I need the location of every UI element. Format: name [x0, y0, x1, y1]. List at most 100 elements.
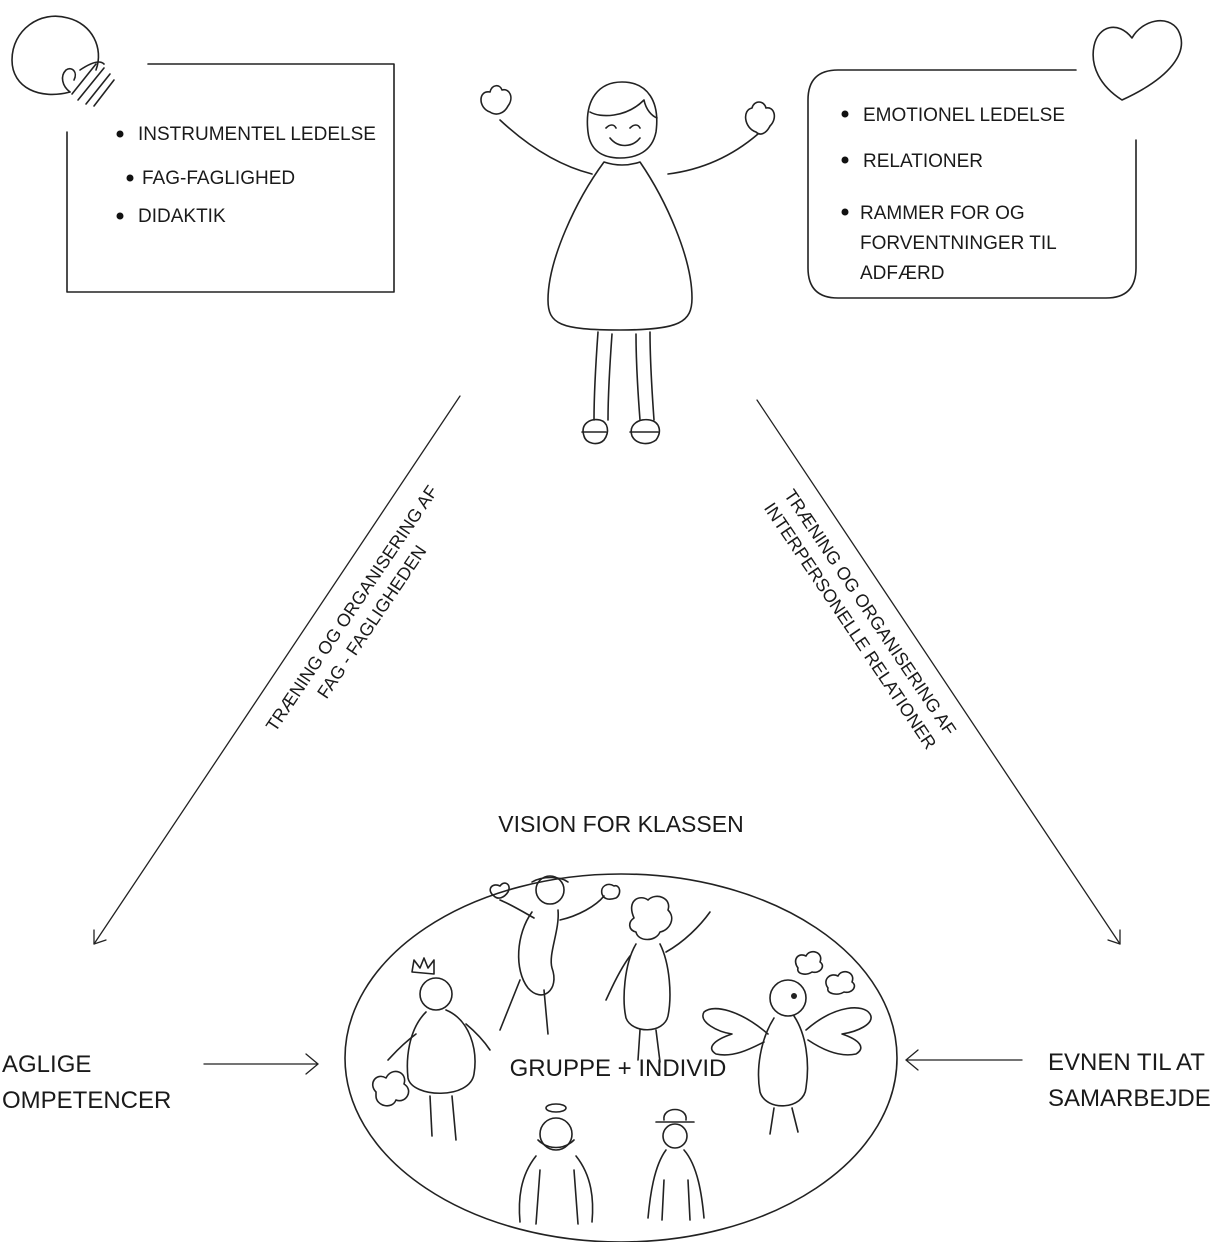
angel-figure-leg-left — [769, 1107, 775, 1135]
crown-figure-leg-left — [429, 1095, 433, 1137]
halo-figure-body-right — [575, 1155, 594, 1223]
bowler-hat-icon — [655, 1108, 695, 1123]
right-item-2: RELATIONER — [863, 151, 983, 172]
teacher-leg-right-outer — [649, 331, 655, 421]
right-box — [807, 69, 1137, 299]
jumping-figure-hand-right — [600, 883, 621, 900]
curly-figure-leg-left — [637, 1029, 641, 1061]
teacher-body — [547, 161, 693, 331]
cap-icon — [531, 876, 569, 883]
vision-title: VISION FOR KLASSEN — [498, 811, 743, 837]
angel-wing-right — [805, 1007, 872, 1056]
jumping-figure — [489, 875, 621, 1035]
left-outcome-arrow — [203, 1053, 319, 1075]
bowler-figure-arm-right — [687, 1179, 691, 1221]
left-outcome: AGLIGE OMPETENCER — [2, 1051, 171, 1114]
bullet — [841, 156, 849, 164]
jumping-figure-hand-left — [489, 882, 510, 899]
teacher-eye-left — [605, 124, 617, 129]
left-outcome-line1: AGLIGE — [2, 1051, 91, 1078]
angel-figure-leg-right — [791, 1107, 799, 1133]
curly-hair-icon — [628, 895, 673, 941]
jumping-figure-arm-left — [499, 899, 535, 919]
right-diagonal-arrow — [756, 399, 1121, 945]
right-diagonal-line2: INTERPERSONELLE RELATIONER — [760, 499, 940, 753]
right-item-1: EMOTIONEL LEDELSE — [863, 105, 1065, 126]
angel-figure — [702, 950, 872, 1135]
center-label: GRUPPE + INDIVID — [510, 1055, 727, 1082]
heart-icon — [1092, 20, 1183, 101]
crown-figure-arm-left — [387, 1033, 417, 1061]
bullet — [126, 174, 134, 182]
right-diagonal-label: TRÆNING OG ORGANISERING AF INTERPERSONEL… — [760, 486, 960, 753]
cloud-icon-2 — [825, 970, 856, 995]
right-box-list: EMOTIONEL LEDELSE RELATIONER RAMMER FOR … — [841, 105, 1065, 284]
bowler-figure-body-right — [683, 1149, 705, 1219]
curly-figure-body — [623, 943, 671, 1031]
right-outcome-arrow — [905, 1049, 1023, 1071]
halo-figure-mustache — [537, 1139, 575, 1149]
halo-figure-head — [539, 1117, 573, 1151]
teacher-leg-left-inner — [607, 333, 613, 421]
left-diagonal-label: TRÆNING OG ORGANISERING AF FAG - FAGLIGH… — [262, 482, 442, 735]
crown-figure-arm-right — [465, 1023, 491, 1051]
dust-cloud-icon — [371, 1070, 410, 1107]
teacher-arm-right — [667, 133, 759, 175]
bowler-figure-arm-left — [661, 1179, 665, 1221]
teacher-hand-left — [480, 84, 512, 115]
crown-figure — [371, 957, 491, 1141]
angel-wing-left — [702, 1007, 769, 1056]
left-box-list: INSTRUMENTEL LEDELSE FAG-FAGLIGHED DIDAK… — [116, 124, 376, 227]
bullet — [841, 110, 849, 118]
right-outcome: EVNEN TIL AT SAMARBEJDE — [1048, 1049, 1211, 1112]
jumping-figure-arm-right — [559, 895, 605, 921]
jumping-figure-leg-left — [499, 979, 521, 1031]
teacher-head — [586, 81, 658, 159]
halo-icon — [545, 1103, 567, 1113]
angel-figure-eye — [791, 993, 797, 999]
left-item-2: FAG-FAGLIGHED — [142, 168, 295, 189]
cloud-icon-1 — [794, 950, 824, 975]
crown-figure-leg-right — [451, 1095, 457, 1141]
teacher-hair — [589, 99, 658, 119]
bullet — [116, 130, 124, 138]
halo-figure — [518, 1103, 594, 1225]
halo-figure-arm-right — [573, 1169, 579, 1225]
crown-figure-head — [419, 977, 453, 1011]
curly-figure — [605, 895, 711, 1063]
left-diagonal-line1: TRÆNING OG ORGANISERING AF — [262, 482, 442, 735]
right-item-3c: ADFÆRD — [860, 263, 944, 284]
teacher-eye-right — [629, 124, 641, 129]
teacher-foot-right — [629, 418, 661, 445]
curly-figure-arm-right — [665, 911, 711, 953]
curly-figure-arm-left — [605, 955, 631, 1001]
angel-figure-head — [769, 979, 807, 1017]
right-diagonal-line1: TRÆNING OG ORGANISERING AF — [780, 486, 960, 739]
teacher-hand-right — [744, 101, 776, 135]
left-diagonal-arrow — [93, 395, 461, 945]
jumping-figure-body — [517, 909, 559, 996]
bowler-figure-body-left — [647, 1149, 667, 1219]
curly-figure-leg-right — [655, 1029, 661, 1063]
left-item-3: DIDAKTIK — [138, 206, 226, 227]
bowler-figure-head — [662, 1123, 688, 1149]
left-box — [66, 63, 395, 293]
class-ellipse — [344, 873, 898, 1242]
teacher-smile — [609, 137, 641, 147]
teacher-foot-left — [581, 418, 609, 445]
jumping-figure-leg-right — [543, 989, 549, 1035]
right-item-3b: FORVENTNINGER TIL — [860, 233, 1057, 254]
bullet — [116, 212, 124, 220]
bullet — [841, 208, 849, 216]
halo-figure-arm-left — [535, 1169, 541, 1225]
left-outcome-line2: OMPETENCER — [2, 1087, 171, 1114]
right-outcome-line2: SAMARBEJDE — [1048, 1085, 1211, 1112]
teacher-arm-left — [499, 119, 593, 175]
crown-figure-body — [406, 1009, 476, 1094]
lightbulb-icon — [11, 15, 115, 107]
right-outcome-line1: EVNEN TIL AT — [1048, 1049, 1205, 1076]
bowler-figure — [647, 1108, 705, 1221]
left-item-1: INSTRUMENTEL LEDELSE — [138, 124, 376, 145]
right-item-3: RAMMER FOR OG — [860, 203, 1025, 224]
